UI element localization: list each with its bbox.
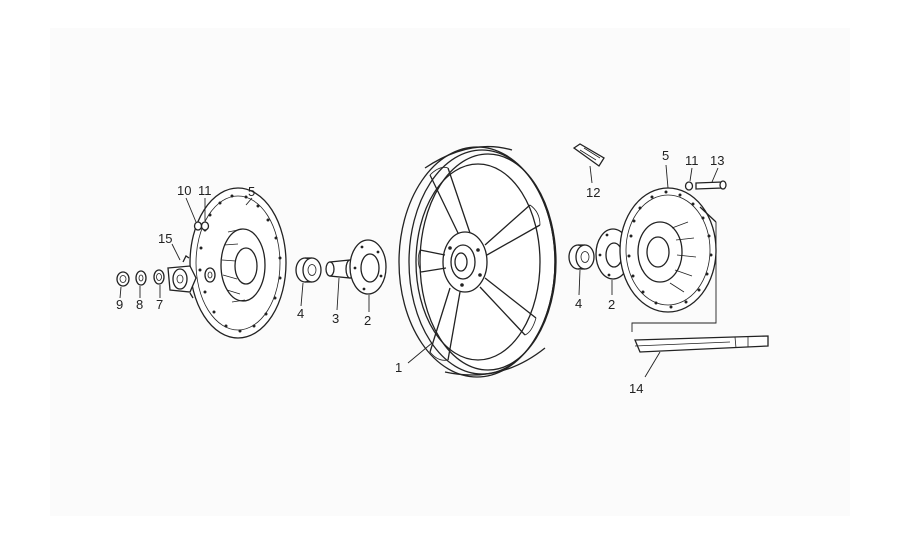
callout-13: 13 [710,153,724,168]
wheel-rim [398,145,557,378]
callout-labels: 1 2 2 3 4 4 5 5 7 8 9 10 11 11 12 13 14 … [116,148,724,396]
leader-lines [119,164,719,378]
callout-12: 12 [586,185,600,200]
callout-4-left: 4 [297,306,304,321]
right-brake-disc [619,187,717,313]
callout-5-right: 5 [662,148,669,163]
left-bearing [295,257,322,283]
callout-3: 3 [332,311,339,326]
callout-14: 14 [629,381,643,396]
left-small-parts [116,221,216,299]
callout-2-right: 2 [608,297,615,312]
left-flange [349,239,387,295]
callout-7: 7 [156,297,163,312]
callout-8: 8 [136,297,143,312]
callout-1: 1 [395,360,402,375]
right-bearing [568,244,595,270]
callout-5-left: 5 [248,184,255,199]
left-brake-disc [189,187,287,339]
right-bolt [684,180,727,191]
callout-2-left: 2 [364,313,371,328]
axle-reference-line [631,222,717,332]
callout-15: 15 [158,231,172,246]
callout-9: 9 [116,297,123,312]
wheel-axle [634,335,769,353]
callout-4-right: 4 [575,296,582,311]
callout-11-left: 11 [198,183,212,198]
callout-11-right: 11 [685,153,699,168]
callout-10: 10 [177,183,191,198]
balance-weight [572,143,605,167]
